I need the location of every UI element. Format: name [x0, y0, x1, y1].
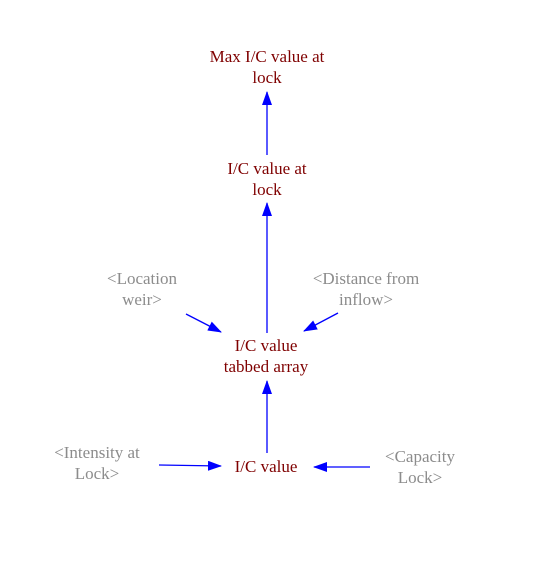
node-label-line: I/C value [234, 336, 298, 355]
node-label-line: I/C value at [227, 159, 307, 178]
node-label-line: <Intensity at [54, 443, 140, 462]
node-label-line: <Distance from [312, 269, 420, 288]
node-label-line: inflow> [339, 290, 393, 309]
link-intensity-lock-to-ic-value[interactable] [158, 460, 222, 471]
node-label-line: I/C value [234, 457, 298, 476]
node-location-weir[interactable]: <Location weir> [88, 268, 196, 310]
node-label-line: Max I/C value at [209, 47, 325, 66]
node-label-line: Lock> [397, 468, 443, 487]
link-distance-inflow-to-ic-tabbed[interactable] [303, 312, 339, 332]
node-distance-from-inflow[interactable]: <Distance from inflow> [296, 268, 436, 310]
node-label-line: Lock> [74, 464, 120, 483]
node-label-line: lock [252, 68, 282, 87]
node-label-line: lock [252, 180, 282, 199]
node-max-ic-value-at-lock[interactable]: Max I/C value at lock [198, 46, 336, 88]
node-ic-value-at-lock[interactable]: I/C value at lock [212, 158, 322, 200]
node-label-line: <Capacity [384, 447, 455, 466]
link-location-weir-to-ic-tabbed[interactable] [185, 313, 222, 333]
node-ic-value-tabbed-array[interactable]: I/C value tabbed array [206, 335, 326, 377]
node-ic-value[interactable]: I/C value [220, 456, 312, 477]
node-label-line: <Location [106, 269, 177, 288]
node-intensity-at-lock[interactable]: <Intensity at Lock> [40, 442, 154, 484]
node-label-line: tabbed array [223, 357, 309, 376]
node-capacity-lock[interactable]: <Capacity Lock> [372, 446, 468, 488]
node-label-line: weir> [122, 290, 162, 309]
